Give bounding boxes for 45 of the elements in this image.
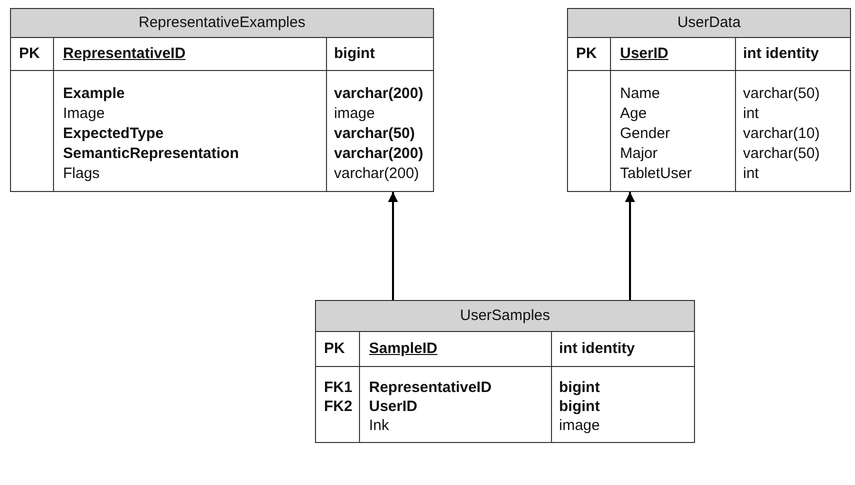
column-name: Gender	[620, 125, 670, 143]
data-type: image	[559, 417, 600, 435]
data-type: int identity	[559, 340, 635, 358]
data-type: bigint	[559, 398, 600, 416]
column-name: ExpectedType	[63, 125, 164, 143]
column-name: UserID	[369, 398, 418, 416]
data-type: bigint	[559, 379, 600, 397]
column-name: RepresentativeID	[369, 379, 492, 397]
data-type: varchar(200)	[334, 145, 424, 163]
column-name: UserID	[620, 45, 668, 63]
column-name: Major	[620, 145, 658, 163]
key-label: FK1	[324, 379, 352, 397]
column-name: TabletUser	[620, 165, 692, 183]
data-type: varchar(50)	[334, 125, 415, 143]
column-name: Age	[620, 105, 647, 123]
data-type: image	[334, 105, 375, 123]
column-name: SemanticRepresentation	[63, 145, 239, 163]
key-label: PK	[19, 45, 40, 63]
data-type: varchar(10)	[743, 125, 820, 143]
table-name: UserData	[677, 14, 741, 32]
data-type: varchar(200)	[334, 165, 420, 183]
data-type: varchar(200)	[334, 85, 424, 103]
data-type: varchar(50)	[743, 85, 820, 103]
key-label: PK	[324, 340, 345, 358]
entity-table	[315, 300, 695, 443]
arrow	[625, 192, 635, 300]
data-type: bigint	[334, 45, 375, 63]
table-name: UserSamples	[460, 307, 550, 325]
data-type: int identity	[743, 45, 819, 63]
column-name: Ink	[369, 417, 390, 435]
key-label: FK2	[324, 398, 352, 416]
data-type: int	[743, 105, 759, 123]
column-name: Example	[63, 85, 125, 103]
entity-table	[10, 8, 434, 192]
entity-table	[567, 8, 851, 192]
arrow	[388, 192, 398, 300]
key-label: PK	[576, 45, 597, 63]
data-type: int	[743, 165, 759, 183]
column-name: Image	[63, 105, 105, 123]
data-type: varchar(50)	[743, 145, 820, 163]
column-name: Flags	[63, 165, 100, 183]
column-name: RepresentativeID	[63, 45, 186, 63]
column-name: SampleID	[369, 340, 438, 358]
column-name: Name	[620, 85, 660, 103]
table-name: RepresentativeExamples	[138, 14, 306, 32]
